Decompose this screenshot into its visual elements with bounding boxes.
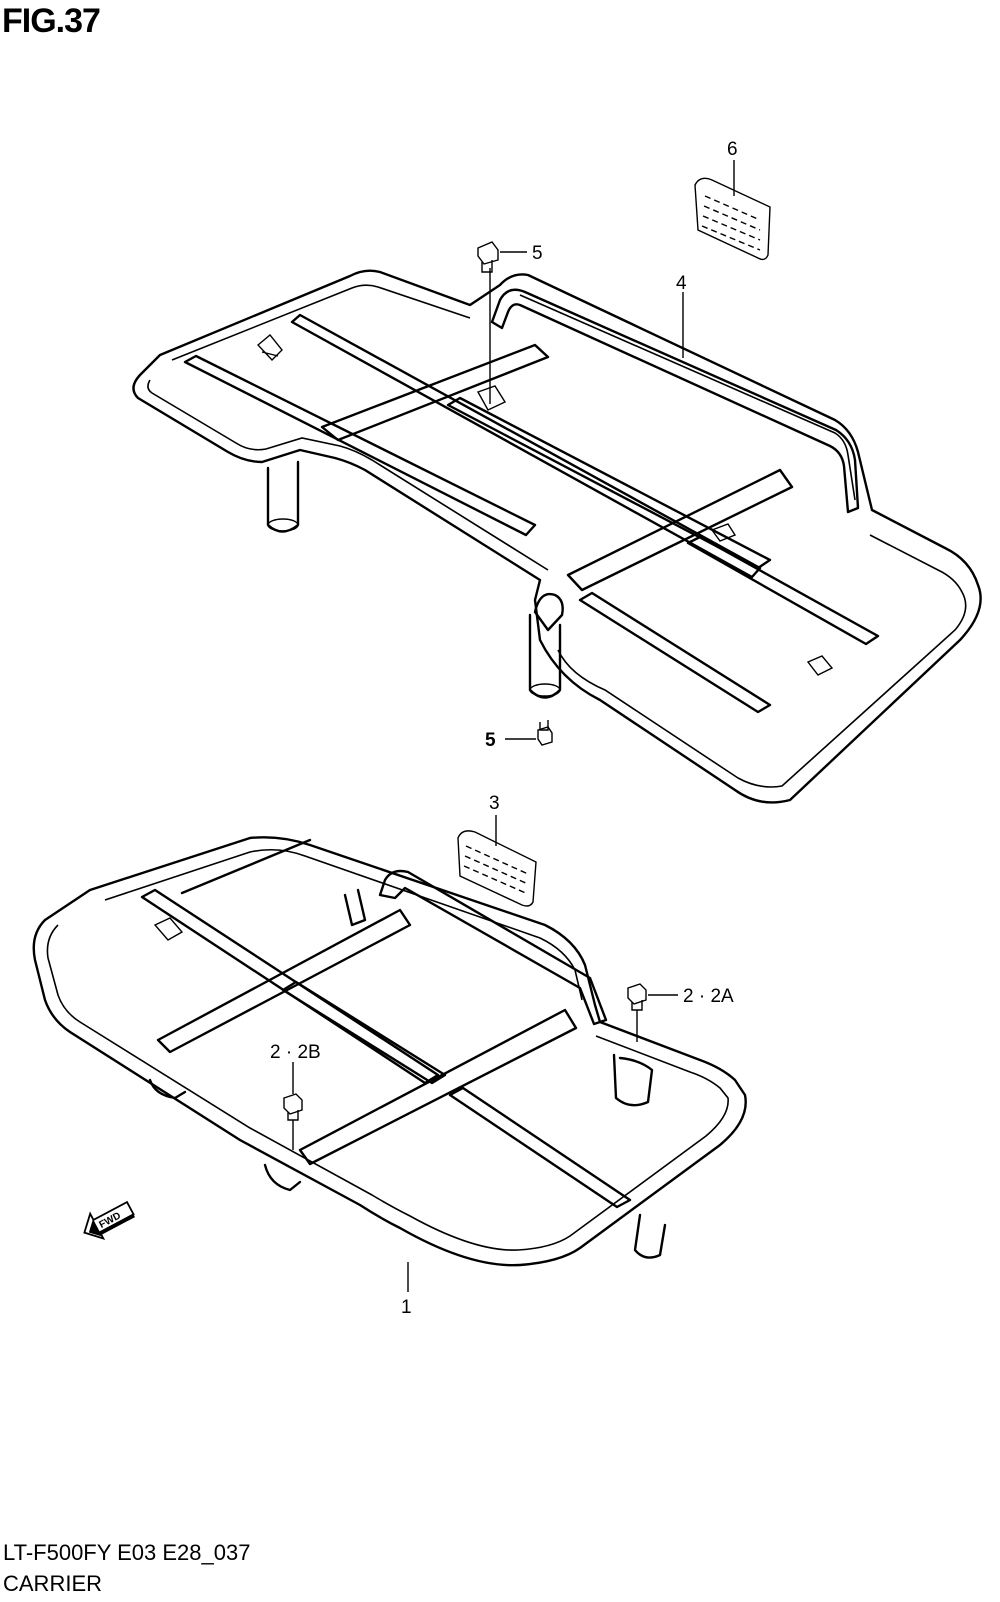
bolt-5-top[interactable] (477, 241, 499, 273)
forward-arrow-icon: FWD (83, 1200, 135, 1240)
decal-label-part-6[interactable] (694, 177, 771, 261)
callout-1: 1 (401, 1297, 412, 1318)
front-carrier-part-1[interactable] (32, 836, 747, 1267)
bolt-2-2b[interactable] (283, 1093, 303, 1121)
bolt-2-2a[interactable] (627, 983, 647, 1011)
rear-carrier-part-4[interactable] (132, 269, 982, 804)
callout-5-top: 5 (532, 243, 543, 264)
figure-title: FIG.37 (2, 2, 101, 40)
callout-2-2a: 2 · 2A (683, 986, 734, 1007)
callout-2-2b: 2 · 2B (270, 1042, 321, 1063)
callout-3: 3 (489, 793, 500, 814)
callout-4: 4 (676, 273, 687, 294)
section-name: CARRIER (3, 1571, 103, 1596)
callout-6: 6 (727, 139, 738, 160)
model-code: LT-F500FY E03 E28_037 (3, 1540, 251, 1565)
decal-label-part-3[interactable] (457, 830, 537, 907)
callout-5-bottom: 5 (485, 730, 496, 751)
bolt-5-bottom[interactable] (537, 720, 553, 746)
